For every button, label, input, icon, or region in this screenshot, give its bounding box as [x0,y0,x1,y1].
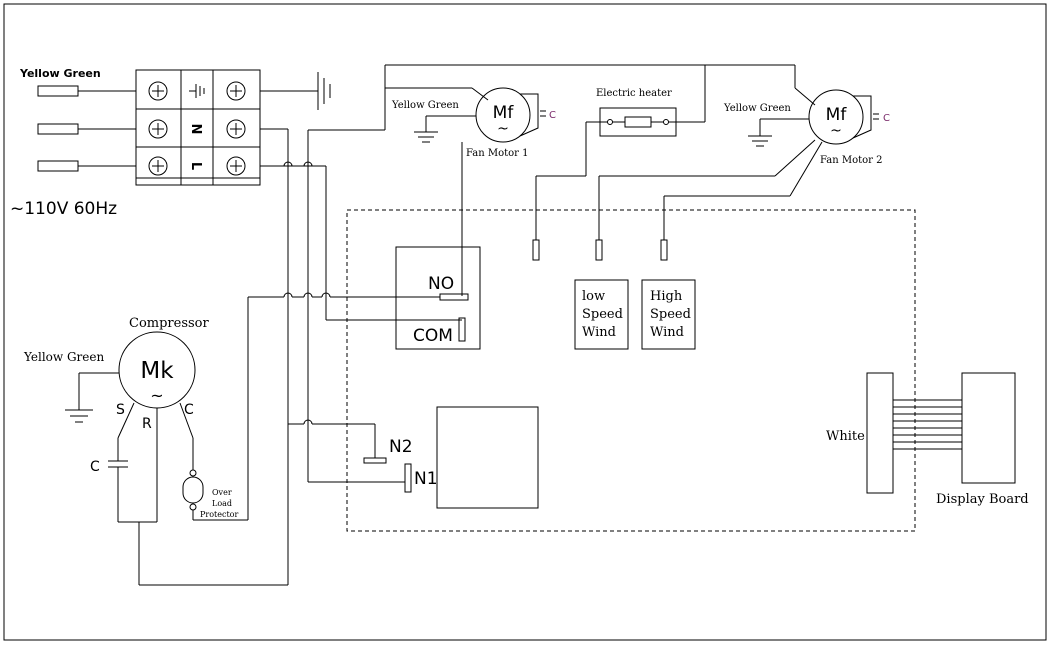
terminal-screw [226,81,246,101]
ground-icon [65,409,93,423]
low-speed-line2: Speed [582,307,623,322]
white-label: White [826,429,865,444]
high-speed-line1: High [650,289,683,304]
ground-icon [748,135,772,147]
compressor-ground-label: Yellow Green [23,350,104,364]
n1-label: N1 [414,469,438,489]
terminal-screw [226,156,246,176]
fan-motor-2-tilde: ~ [830,123,842,139]
chassis-ground-icon [317,72,331,110]
high-speed-box: High Speed Wind [641,279,696,350]
low-speed-line1: low [582,289,605,304]
display-board-label: Display Board [936,492,1029,507]
fan-motor-2-capacitor-label: C [883,113,890,124]
relay-com-contact [458,317,466,342]
relay-no-contact [439,293,469,301]
n1-terminal [404,463,412,493]
fan-motor-2-ground-label: Yellow Green [723,103,791,114]
control-board-outline [346,209,916,532]
fan-motor-1-caption: Fan Motor 1 [466,148,528,159]
low-speed-box: low Speed Wind [574,279,629,350]
relay-com-label: COM [413,326,453,346]
fan-motor-2: Mf ~ Fan Motor 2 C Yellow Green [595,89,890,261]
terminal-screw [226,119,246,139]
compressor-s-label: S [116,402,125,418]
low-speed-line3: Wind [582,325,616,340]
fan-motor-2-caption: Fan Motor 2 [820,155,882,166]
compressor-r-label: R [142,416,152,432]
supply-voltage-label: ~110V 60Hz [10,199,117,219]
compressor-symbol: Mk [140,358,174,384]
ground-icon [414,131,438,143]
transformer-box [436,406,539,509]
terminal-block: N L [135,69,261,186]
compressor-c-label: C [184,402,194,418]
electric-heater: Electric heater [532,88,706,261]
display-board [961,372,1016,484]
fan-motor-1-ground-label: Yellow Green [391,100,459,111]
overload-label-line3: Protector [200,510,238,519]
fan-motor-1-capacitor-label: C [549,110,556,121]
fan-motor-1-tilde: ~ [497,121,509,137]
compressor-capacitor-label: C [90,459,100,475]
terminal-l-label: L [188,162,203,170]
terminal-screw [148,81,168,101]
terminal-screw [148,156,168,176]
overload-label-line1: Over [212,488,232,497]
n2-terminal [363,457,387,464]
l-wire-plug [37,160,79,172]
heater-caption: Electric heater [596,88,672,99]
terminal-n-label: N [188,124,203,135]
diagram-frame [3,3,1047,641]
overload-label-line2: Load [212,499,232,508]
pe-wire-plug [37,85,79,97]
compressor-tilde: ~ [150,386,163,405]
overload-protector: Over Load Protector [182,469,238,519]
display-connector: White Display Board [826,372,1029,507]
relay-no-label: NO [428,274,454,294]
relay-box: NO COM [395,246,481,350]
ground-icon [189,84,205,98]
terminal-screw [148,119,168,139]
n-wire-plug [37,123,79,135]
high-speed-line3: Wind [650,325,684,340]
n2-label: N2 [389,437,413,457]
compressor: Compressor Mk ~ Yellow Green S R C C [23,316,238,523]
fan-motor-1-symbol: Mf [493,103,515,123]
high-speed-line2: Speed [650,307,691,322]
pe-wire-label: Yellow Green [19,67,101,80]
compressor-caption: Compressor [129,316,209,331]
fan-motor-1: Mf ~ Fan Motor 1 C Yellow Green [391,87,556,296]
fan-motor-2-symbol: Mf [826,105,848,125]
